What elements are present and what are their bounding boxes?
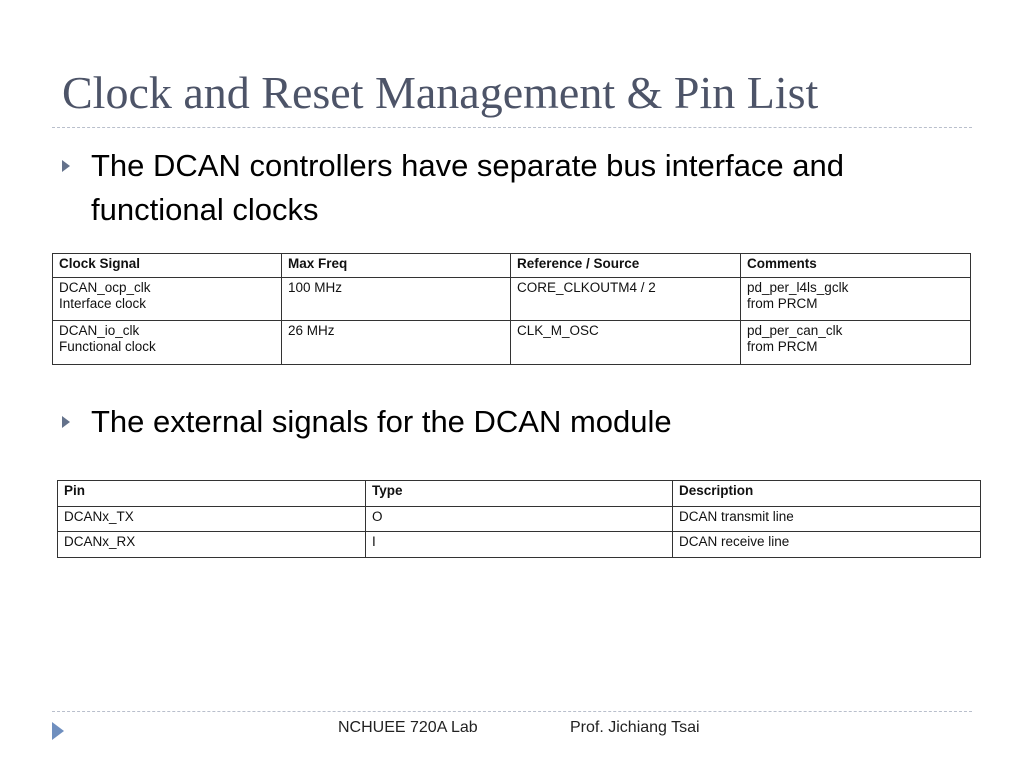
- bullet-text: The external signals for the DCAN module: [91, 404, 672, 439]
- source-cell: CLK_M_OSC: [510, 320, 741, 365]
- table-row: DCAN_ocp_clk Interface clock 100 MHz COR…: [52, 277, 971, 321]
- pin-cell: DCANx_RX: [57, 531, 366, 558]
- slide-title: Clock and Reset Management & Pin List: [62, 67, 819, 118]
- clock-signal-name: DCAN_io_clk: [59, 323, 140, 338]
- description-cell: DCAN receive line: [672, 531, 981, 558]
- table-row: DCANx_RX I DCAN receive line: [57, 531, 981, 558]
- footer-professor: Prof. Jichiang Tsai: [570, 719, 700, 736]
- title-divider: [52, 127, 972, 128]
- footer-lab: NCHUEE 720A Lab: [338, 719, 478, 736]
- table-header-row: Clock Signal Max Freq Reference / Source…: [52, 253, 971, 278]
- type-cell: I: [365, 531, 673, 558]
- clock-signal-cell: DCAN_ocp_clk Interface clock: [52, 277, 282, 321]
- comment-line: from PRCM: [747, 296, 818, 311]
- max-freq-cell: 26 MHz: [281, 320, 511, 365]
- bullet-arrow-icon: [62, 160, 70, 172]
- table-header-row: Pin Type Description: [57, 480, 981, 507]
- column-header: Comments: [740, 253, 971, 278]
- bullet-text: The DCAN controllers have separate bus i…: [91, 148, 845, 227]
- bullet-item-signals: The external signals for the DCAN module: [62, 400, 942, 444]
- comments-cell: pd_per_can_clk from PRCM: [740, 320, 971, 365]
- type-cell: O: [365, 506, 673, 532]
- source-cell: CORE_CLKOUTM4 / 2: [510, 277, 741, 321]
- pin-cell: DCANx_TX: [57, 506, 366, 532]
- clock-signal-cell: DCAN_io_clk Functional clock: [52, 320, 282, 365]
- clock-signal-table: Clock Signal Max Freq Reference / Source…: [52, 253, 971, 365]
- column-header: Type: [365, 480, 673, 507]
- max-freq-cell: 100 MHz: [281, 277, 511, 321]
- column-header: Max Freq: [281, 253, 511, 278]
- column-header: Pin: [57, 480, 366, 507]
- column-header: Reference / Source: [510, 253, 741, 278]
- comments-cell: pd_per_l4ls_gclk from PRCM: [740, 277, 971, 321]
- table-row: DCAN_io_clk Functional clock 26 MHz CLK_…: [52, 320, 971, 365]
- column-header: Clock Signal: [52, 253, 282, 278]
- column-header: Description: [672, 480, 981, 507]
- footer-divider: [52, 711, 972, 712]
- bullet-arrow-icon: [62, 416, 70, 428]
- description-cell: DCAN transmit line: [672, 506, 981, 532]
- clock-signal-desc: Functional clock: [59, 339, 156, 354]
- table-row: DCANx_TX O DCAN transmit line: [57, 506, 981, 532]
- pin-list-table: Pin Type Description DCANx_TX O DCAN tra…: [57, 480, 981, 558]
- bullet-item-clocks: The DCAN controllers have separate bus i…: [62, 144, 942, 232]
- footer-arrow-icon: [52, 722, 64, 740]
- comment-line: from PRCM: [747, 339, 818, 354]
- comment-line: pd_per_l4ls_gclk: [747, 280, 849, 295]
- clock-signal-desc: Interface clock: [59, 296, 147, 311]
- clock-signal-name: DCAN_ocp_clk: [59, 280, 151, 295]
- comment-line: pd_per_can_clk: [747, 323, 843, 338]
